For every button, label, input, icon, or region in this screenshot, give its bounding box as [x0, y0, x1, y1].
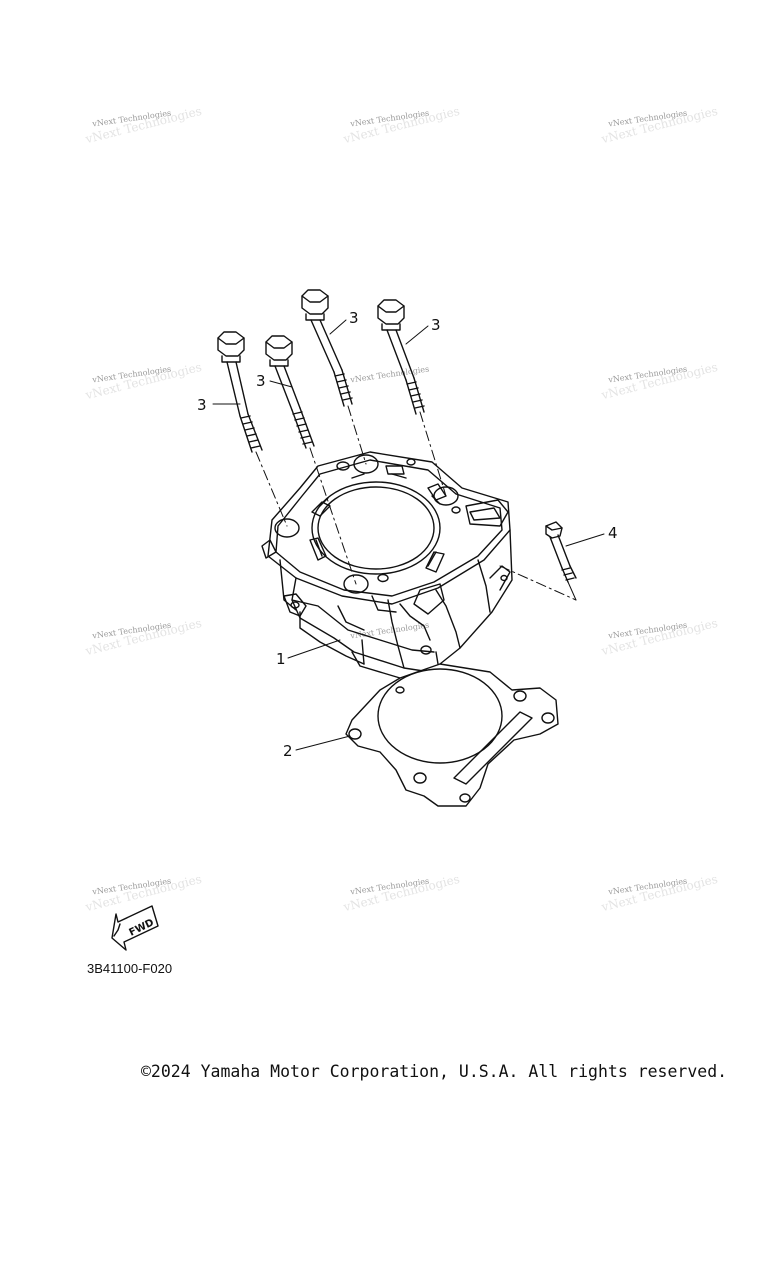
callout-bolt-c: 3: [349, 309, 359, 327]
callout-bolt-b: 3: [256, 372, 266, 390]
fwd-arrow-icon: [111, 905, 159, 951]
callout-small-bolt: 4: [608, 524, 618, 542]
diagram-code: 3B41100-F020: [87, 961, 173, 976]
small-bolt-part: [545, 521, 577, 583]
callout-gasket: 2: [283, 742, 293, 760]
cylinder-base-gasket-part: [345, 663, 559, 807]
copyright-notice: ©2024 Yamaha Motor Corporation, U.S.A. A…: [141, 1062, 728, 1081]
callout-bolt-d: 3: [431, 316, 441, 334]
callout-cylinder: 1: [276, 650, 286, 668]
cylinder-bolt-part: [217, 289, 425, 453]
callout-bolt-a: 3: [197, 396, 207, 414]
cylinder-part: [261, 451, 513, 685]
